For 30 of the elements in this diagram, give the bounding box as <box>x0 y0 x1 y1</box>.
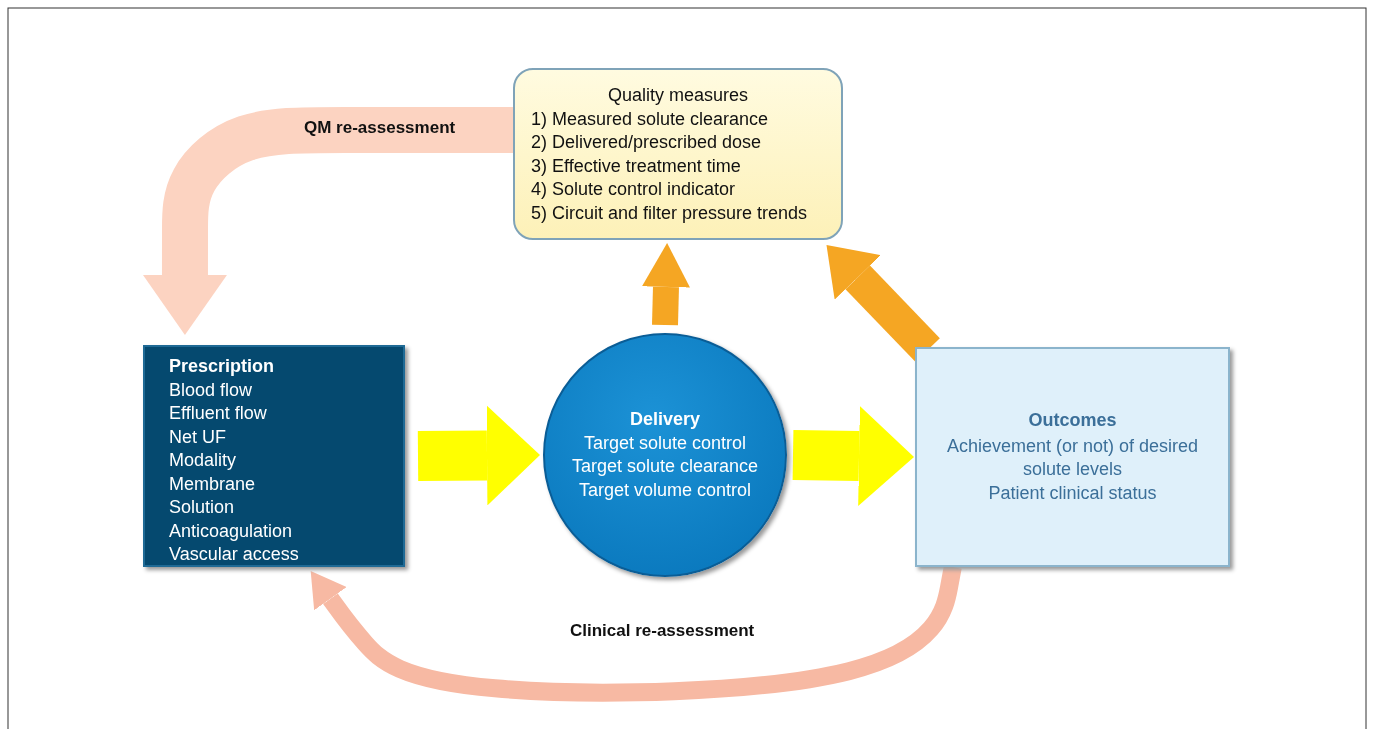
node-text: Membrane <box>169 472 256 496</box>
node-text: Achievement (or not) of desired solute levels <box>945 434 1200 481</box>
node-text: Anticoagulation <box>169 519 293 543</box>
node-heading: Quality measures <box>607 84 749 107</box>
node-heading: Delivery <box>629 408 701 431</box>
node-text: Effluent flow <box>169 402 267 425</box>
block-arrow <box>792 406 914 507</box>
node-text: 1) Measured solute clearance <box>531 107 769 131</box>
node-text: Target volume control <box>578 478 752 502</box>
node-text: Patient clinical status <box>988 481 1157 505</box>
outcomes-box <box>915 347 1230 567</box>
block-arrow <box>142 106 513 335</box>
node-text: Net UF <box>169 425 226 449</box>
block-arrow <box>310 565 962 702</box>
node-text: 2) Delivered/prescribed dose <box>531 131 762 154</box>
node-heading: Prescription <box>169 355 275 378</box>
quality-measures-box <box>513 68 843 240</box>
block-arrow <box>642 243 690 326</box>
node-text: Solution <box>169 496 235 519</box>
node-text: 3) Effective treatment time <box>531 154 741 178</box>
node-text: 4) Solute control indicator <box>531 178 736 201</box>
node-text: Target solute clearance <box>571 455 759 478</box>
node-text: Target solute control <box>583 431 747 455</box>
node-text: Vascular access <box>169 543 299 566</box>
block-arrow <box>417 405 540 506</box>
prescription-box <box>143 345 405 567</box>
node-text: 5) Circuit and filter pressure trends <box>531 201 808 225</box>
node-text: Blood flow <box>169 378 253 402</box>
node-heading: Outcomes <box>1028 409 1117 432</box>
node-text: Modality <box>169 449 237 472</box>
